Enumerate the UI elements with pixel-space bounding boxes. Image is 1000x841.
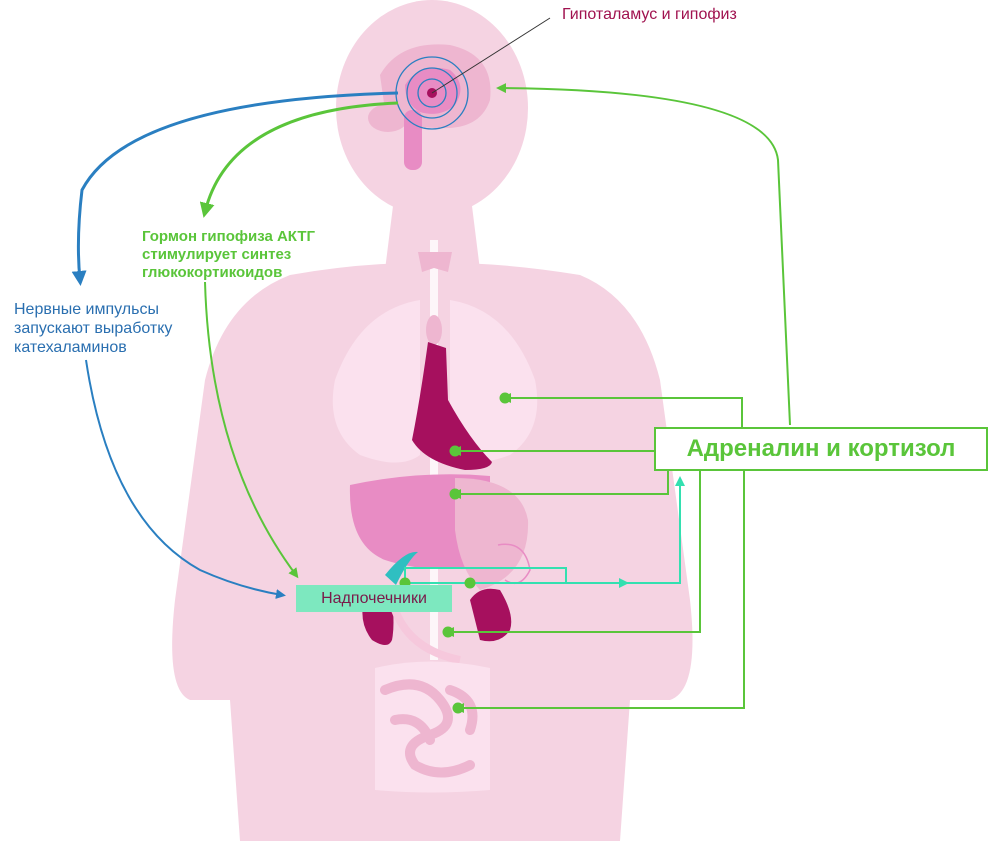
thyroid — [418, 252, 452, 272]
acth-arrow-top — [199, 101, 399, 218]
adrenalin-cortisol-label: Адреналин и кортизол — [686, 435, 956, 462]
acth-label: Гормон гипофиза АКТГ стимулирует синтез … — [142, 228, 316, 281]
left-lung — [332, 300, 420, 463]
adrenalin-cortisol-box: Адреналин и кортизол — [654, 427, 988, 471]
cerebellum — [368, 104, 408, 132]
pancreas — [385, 551, 418, 585]
hypothalamus-pointer — [431, 17, 551, 94]
right-lung — [450, 300, 538, 463]
nerve-impulse-label: Нервные импульсы запускают выработку кат… — [14, 301, 173, 357]
distribution-lines — [444, 393, 745, 713]
heart — [412, 342, 492, 470]
nerve-arrow-bottom — [85, 359, 286, 599]
cyan-lines — [404, 476, 685, 588]
nerve-arrow-top — [71, 91, 399, 286]
adrenal-glands-label: Надпочечники — [321, 589, 427, 607]
small-intestine — [380, 679, 478, 778]
acth-arrow-bottom — [204, 281, 299, 579]
stomach — [455, 478, 529, 590]
hypothalamus-label: Гипоталамус и гипофиз — [562, 6, 737, 23]
feedback-arrow — [496, 83, 791, 426]
green-dot-icon — [399, 392, 511, 714]
duodenum — [391, 608, 461, 664]
trachea-bulge — [426, 315, 442, 345]
organs — [332, 44, 538, 793]
brainstem — [404, 110, 422, 170]
right-kidney — [470, 588, 512, 642]
adrenal-glands-box: Надпочечники — [296, 585, 452, 612]
